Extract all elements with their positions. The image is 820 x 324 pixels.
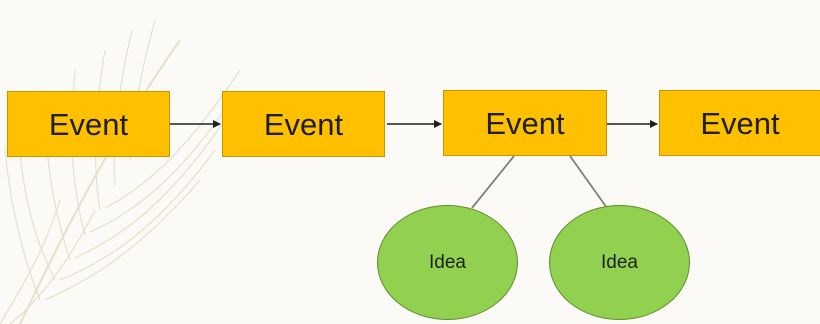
event-box: Event xyxy=(659,90,820,156)
event-label: Event xyxy=(700,105,780,141)
event-box: Event xyxy=(443,90,607,156)
idea-label: Idea xyxy=(601,251,638,273)
link-event-3-to-idea-2 xyxy=(569,155,608,209)
event-label: Event xyxy=(485,105,565,141)
idea-label: Idea xyxy=(429,251,466,273)
event-label: Event xyxy=(263,106,344,142)
idea-ellipse: Idea xyxy=(377,205,518,320)
event-box: Event xyxy=(7,91,170,157)
link-event-3-to-idea-1 xyxy=(471,155,515,209)
idea-ellipse: Idea xyxy=(549,205,690,320)
event-label: Event xyxy=(48,106,129,142)
event-box: Event xyxy=(222,91,385,157)
